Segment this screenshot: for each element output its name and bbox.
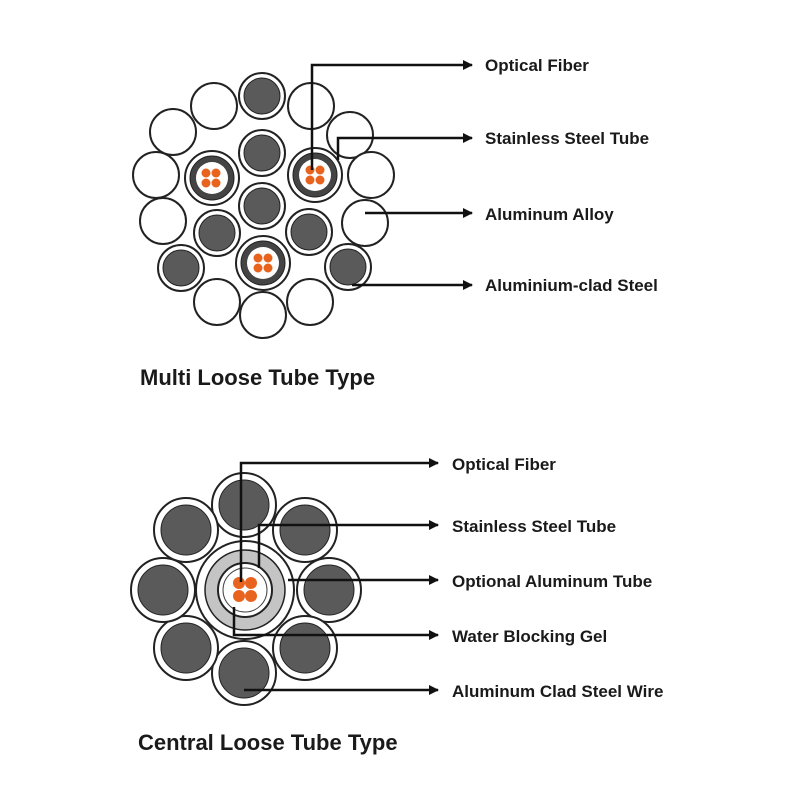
- section-title-central-loose-tube: Central Loose Tube Type: [138, 730, 398, 755]
- stainless-steel-tube: [235, 235, 291, 291]
- aluminium-clad-steel-wire: [238, 72, 286, 120]
- aluminium-clad-steel-wire: [285, 208, 333, 256]
- multi-outer-layer: [132, 72, 395, 339]
- multi-loose-tube-diagram: Optical Fiber Stainless Steel Tube Alumi…: [132, 56, 658, 390]
- label-stainless-steel-tube: Stainless Steel Tube: [485, 129, 649, 148]
- aluminum-alloy-wire: [326, 111, 374, 159]
- label-water-blocking-gel: Water Blocking Gel: [452, 627, 607, 646]
- optical-fiber-bundle: [253, 253, 273, 273]
- label-optical-fiber: Optical Fiber: [452, 455, 556, 474]
- aluminum-clad-steel-wire: [211, 472, 277, 538]
- label-optional-aluminum-tube: Optional Aluminum Tube: [452, 572, 652, 591]
- aluminium-clad-steel-wire: [238, 182, 286, 230]
- leader-line-stainless-steel-tube: [257, 520, 439, 568]
- aluminum-alloy-wire: [341, 199, 389, 247]
- aluminium-clad-steel-wire: [238, 129, 286, 177]
- stainless-steel-tube: [184, 150, 240, 206]
- stainless-steel-tube: [287, 147, 343, 203]
- aluminum-clad-steel-wire: [296, 557, 362, 623]
- label-aluminum-clad-steel-wire: Aluminum Clad Steel Wire: [452, 682, 663, 701]
- multi-inner-layer: [193, 129, 333, 257]
- central-leader-lines: [232, 458, 439, 695]
- aluminium-clad-steel-wire: [324, 243, 372, 291]
- label-aluminum-alloy: Aluminum Alloy: [485, 205, 614, 224]
- label-aluminium-clad-steel: Aluminium-clad Steel: [485, 276, 658, 295]
- aluminum-alloy-wire: [286, 278, 334, 326]
- leader-line-optical-fiber: [239, 458, 439, 582]
- section-title-multi-loose-tube: Multi Loose Tube Type: [140, 365, 375, 390]
- aluminum-clad-steel-wire: [272, 497, 338, 563]
- central-loose-tube-diagram: Optical Fiber Stainless Steel Tube Optio…: [130, 455, 663, 755]
- leader-line-water-blocking-gel: [232, 607, 439, 640]
- multi-leader-lines: [310, 60, 473, 290]
- aluminum-alloy-wire: [132, 151, 180, 199]
- aluminum-clad-steel-wire: [211, 640, 277, 706]
- optical-fiber-bundle: [233, 577, 257, 602]
- water-blocking-gel: [222, 567, 268, 613]
- label-stainless-steel-tube: Stainless Steel Tube: [452, 517, 616, 536]
- label-optical-fiber: Optical Fiber: [485, 56, 589, 75]
- aluminum-alloy-wire: [193, 278, 241, 326]
- leader-line-optical-fiber: [310, 60, 473, 170]
- aluminum-alloy-wire: [139, 197, 187, 245]
- aluminium-clad-steel-wire: [157, 244, 205, 292]
- aluminum-alloy-wire: [347, 151, 395, 199]
- central-loose-tube: [195, 540, 295, 640]
- aluminium-clad-steel-wire: [193, 209, 241, 257]
- aluminum-alloy-wire: [190, 82, 238, 130]
- aluminum-clad-steel-wire: [153, 497, 219, 563]
- optical-fiber-bundle: [201, 168, 221, 188]
- leader-line-stainless-steel-tube: [336, 133, 473, 160]
- aluminum-clad-steel-wire: [272, 615, 338, 681]
- aluminum-clad-steel-wire: [130, 557, 196, 623]
- aluminum-alloy-wire: [239, 291, 287, 339]
- aluminum-clad-steel-wire: [153, 615, 219, 681]
- aluminum-alloy-wire: [149, 108, 197, 156]
